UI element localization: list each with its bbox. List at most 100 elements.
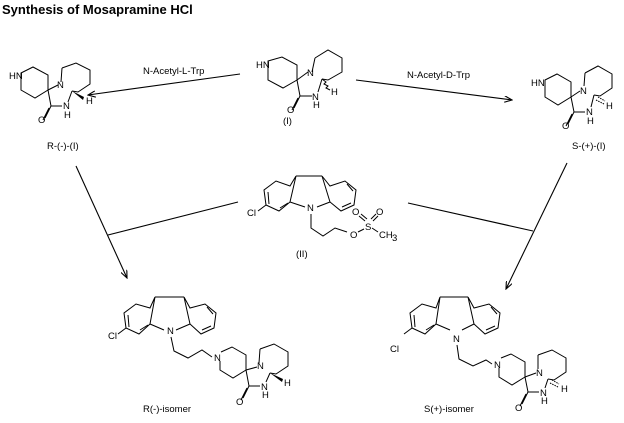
bond (409, 296, 441, 335)
atom-label: N (540, 388, 547, 399)
bond (267, 56, 298, 89)
atom-label: N (536, 368, 543, 379)
atom-label: H (313, 100, 320, 111)
reagent-left-label: N-Acetyl-L-Trp (143, 66, 204, 77)
atom-label: O (376, 207, 383, 218)
bond (47, 62, 91, 93)
bond (60, 67, 63, 83)
atom-label: HN (256, 60, 270, 71)
bond (170, 336, 213, 359)
arrow-branch-left (107, 201, 239, 236)
bond (435, 323, 475, 331)
bond (245, 343, 289, 375)
arrow-to-r-product (75, 165, 127, 278)
compound-s-product: Cl N N N N H H O S(+)-isomer (390, 296, 568, 415)
bond (570, 65, 613, 98)
compound-s-enantiomer: HN N N H H O S-(+)-(I) (531, 65, 613, 152)
bond (267, 183, 354, 209)
bond (263, 175, 297, 212)
atom-label: HN (9, 71, 23, 82)
atom-label: N (261, 382, 268, 393)
arrow-to-s-product (506, 162, 568, 289)
atom-label: N (257, 361, 264, 372)
arrow-to-s-enantiomer (355, 79, 512, 100)
atom-label: HN (531, 78, 545, 89)
bond (549, 379, 560, 388)
atom-label: O (236, 397, 243, 408)
atom-label: N (167, 326, 174, 337)
atom-label: H (587, 116, 594, 127)
compound-label-r-product: R(-)-isomer (143, 404, 191, 415)
compound-r-enantiomer: HN N N H H O R-(-)-(I) (9, 62, 93, 152)
bond (583, 72, 586, 87)
bond (524, 349, 567, 381)
compound-label-r-enantiomer: R-(-)-(I) (47, 141, 79, 152)
bond (42, 105, 52, 121)
atom-label: N (494, 360, 501, 371)
bond (310, 214, 348, 237)
atom-label: H (64, 110, 71, 121)
bond (544, 73, 572, 106)
bond (498, 353, 526, 386)
atom-label: CH (379, 230, 393, 241)
atom-label: O (38, 115, 45, 126)
bond (117, 327, 127, 335)
bond (467, 296, 501, 335)
atom-label: N (586, 107, 593, 118)
bond (72, 91, 84, 100)
atom-label: Cl (108, 331, 117, 342)
compound-racemate: HN N N H H O (I) (256, 49, 343, 127)
bond (321, 78, 331, 91)
atom-label: H (541, 396, 548, 407)
atom-label: N (63, 101, 70, 112)
atom-label: S (365, 222, 371, 233)
bond (289, 201, 331, 208)
atom-label: N (57, 80, 64, 91)
bond (240, 385, 250, 401)
bond (183, 296, 217, 335)
atom-label: H (606, 101, 613, 112)
atom-label: H (561, 384, 568, 395)
atom-label: N (307, 203, 314, 214)
compound-mesylate: Cl N O S O O CH 3 (II) (247, 175, 397, 260)
atom-label: O (350, 230, 357, 241)
bond (20, 66, 49, 99)
atom-label: 3 (392, 233, 397, 244)
arrow-branch-right (407, 202, 534, 232)
compound-label-mesylate: (II) (296, 249, 308, 260)
atom-label: N (214, 353, 221, 364)
bond (519, 391, 529, 407)
atom-label: N (312, 92, 319, 103)
bond (403, 327, 413, 335)
atom-label: Cl (247, 208, 256, 219)
compound-label-s-enantiomer: S-(+)-(I) (572, 141, 606, 152)
atom-label: O (562, 121, 569, 132)
atom-label: O (287, 105, 294, 116)
bond (127, 306, 214, 331)
bond (565, 111, 575, 127)
bond (258, 348, 261, 364)
reagent-right-label: N-Acetyl-D-Trp (407, 70, 470, 81)
atom-label: H (262, 390, 269, 401)
bond (321, 175, 357, 212)
bond (257, 204, 267, 212)
bond (357, 213, 379, 233)
bond (270, 373, 283, 382)
compound-label-s-product: S(+)-isomer (424, 404, 474, 415)
atom-label: O (352, 207, 359, 218)
atom-label: O (515, 403, 522, 414)
compound-r-product: Cl N N N N H H O R(-)-isomer (108, 296, 291, 415)
atom-label: N (307, 68, 314, 79)
atom-label: Cl (390, 344, 399, 355)
bond (149, 323, 191, 331)
atom-label: N (453, 334, 460, 345)
bond (296, 49, 343, 81)
bond (219, 346, 247, 379)
bond (456, 344, 493, 367)
atom-label: H (86, 96, 93, 107)
bond (123, 296, 156, 335)
bond (413, 306, 498, 331)
bond (291, 95, 301, 111)
bond (311, 57, 316, 73)
